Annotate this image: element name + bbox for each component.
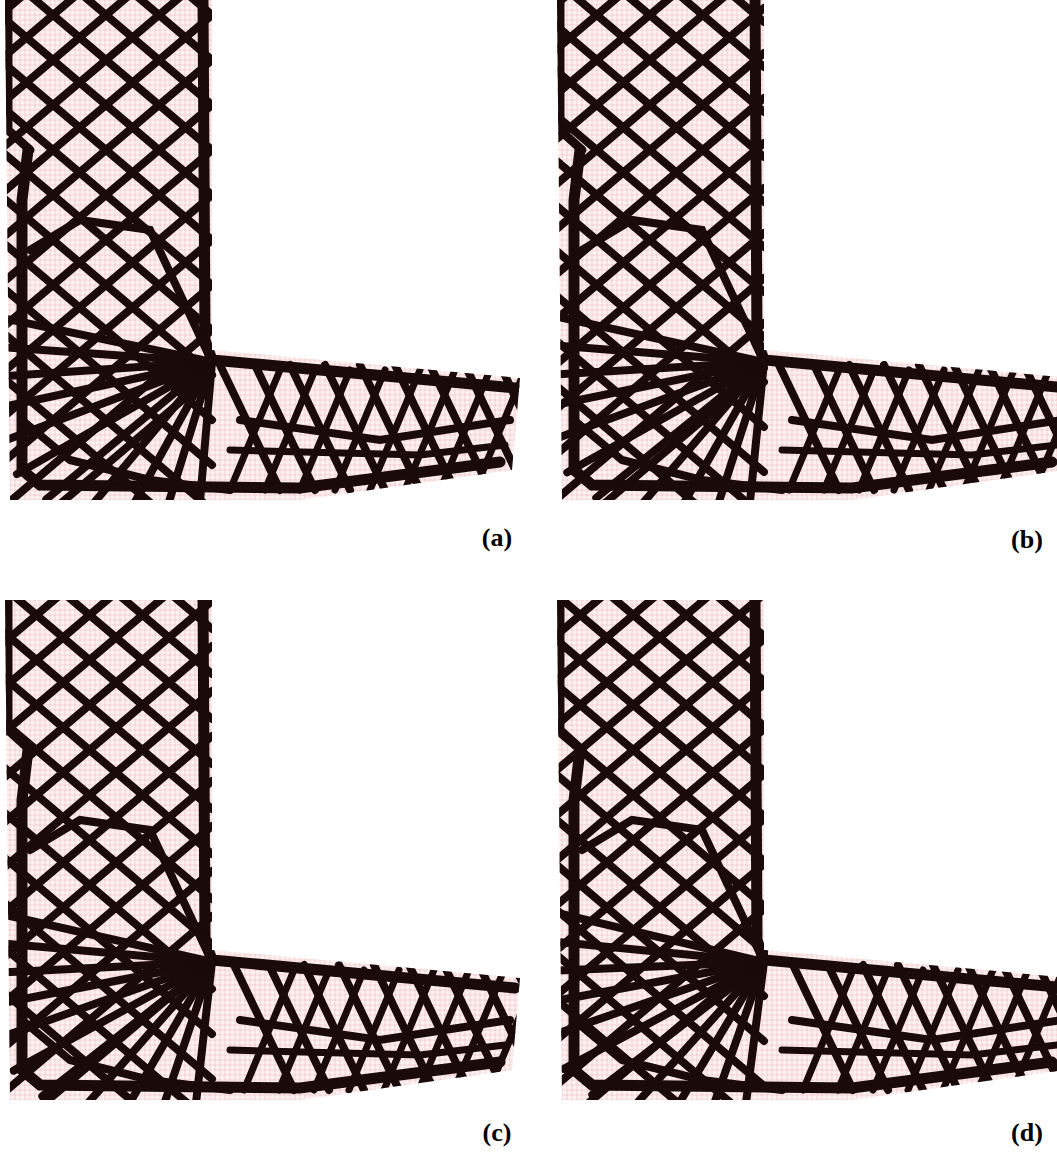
material-struts (505, 279, 1057, 1165)
material-struts (0, 286, 574, 1165)
panel-label: (b) (1011, 525, 1043, 555)
finite-element-mesh (0, 0, 525, 510)
material-struts (505, 0, 1057, 562)
optimized-l-bracket (0, 0, 560, 555)
panel-label: (d) (1011, 1118, 1043, 1148)
panel-label: (a) (482, 523, 512, 553)
finite-element-mesh (552, 600, 1057, 1110)
finite-element-mesh (0, 600, 525, 1110)
optimized-l-bracket (505, 0, 1057, 562)
optimized-l-bracket (505, 279, 1057, 1165)
material-struts (0, 0, 560, 555)
panel-label: (c) (483, 1118, 512, 1148)
optimized-l-bracket (0, 286, 574, 1165)
